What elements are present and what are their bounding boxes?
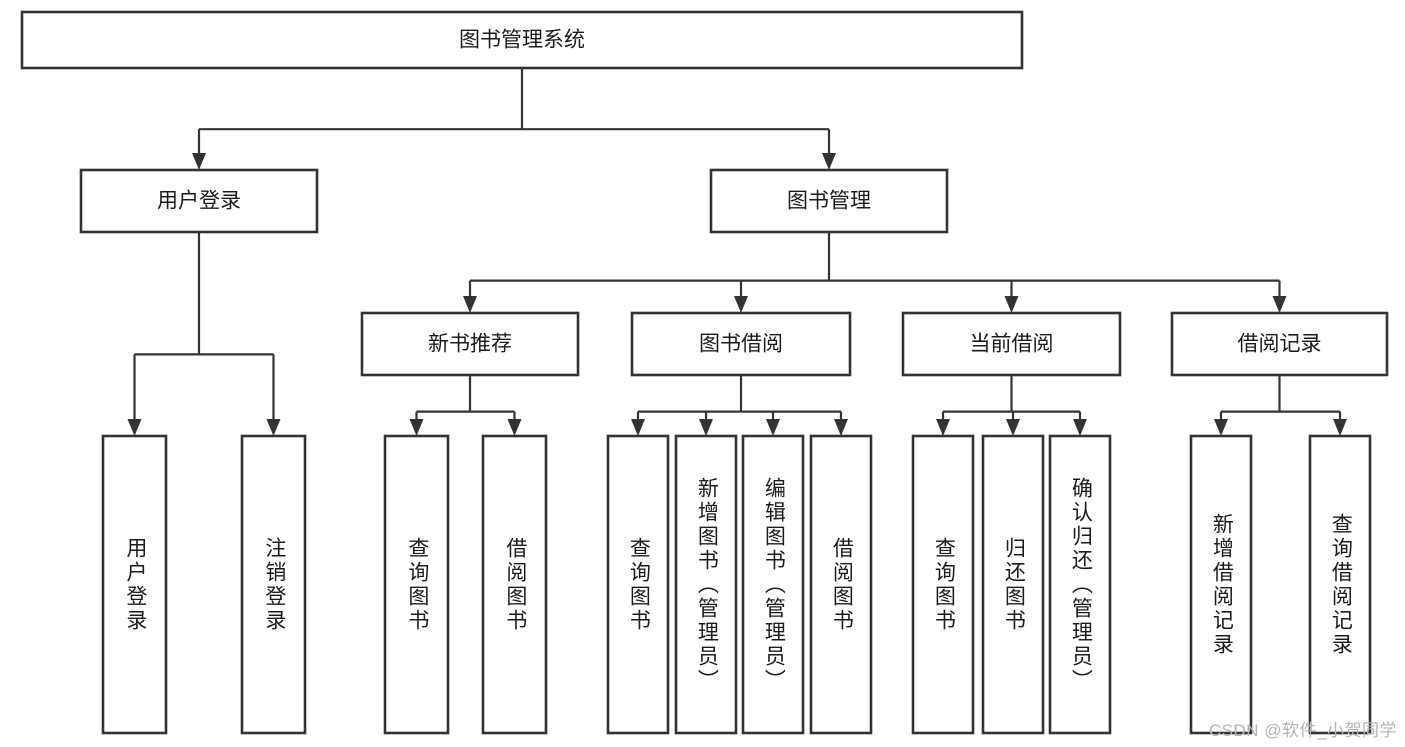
node-label-n-book-mgmt: 图书管理 — [787, 190, 871, 213]
node-box-n-current[interactable] — [901, 311, 1122, 377]
arrow-head-icon — [936, 419, 950, 436]
arrow-head-icon — [127, 419, 142, 436]
node-box-l-user-logout[interactable] — [240, 434, 307, 735]
node-box-n-borrow[interactable] — [630, 311, 852, 377]
node-box-l-nb-borrow[interactable] — [481, 434, 548, 735]
arrow-head-icon — [1272, 296, 1287, 313]
node-box-root[interactable] — [20, 10, 1024, 70]
node-box-l-nb-query[interactable] — [383, 434, 450, 735]
watermark-text: CSDN @软件_小贺同学 — [1208, 721, 1397, 740]
edges-layer — [127, 68, 1347, 436]
node-box-l-cur-query[interactable] — [911, 434, 975, 735]
node-box-n-book-mgmt[interactable] — [709, 168, 949, 234]
arrow-head-icon — [409, 419, 424, 436]
node-box-n-user-login[interactable] — [79, 168, 319, 234]
node-label-n-user-login: 用户登录 — [157, 190, 241, 213]
arrow-head-icon — [1073, 419, 1087, 436]
arrow-head-icon — [1214, 419, 1228, 436]
node-label-n-borrow: 图书借阅 — [699, 333, 783, 356]
arrow-head-icon — [1333, 419, 1347, 436]
node-box-l-bb-add[interactable] — [674, 434, 738, 735]
arrow-head-icon — [734, 296, 748, 313]
node-label-root: 图书管理系统 — [459, 29, 585, 52]
node-box-l-rec-query[interactable] — [1308, 434, 1372, 735]
node-box-n-records[interactable] — [1170, 311, 1389, 377]
arrow-head-icon — [822, 153, 836, 170]
node-box-l-cur-return[interactable] — [981, 434, 1045, 735]
node-box-l-rec-add[interactable] — [1189, 434, 1253, 735]
arrow-head-icon — [631, 419, 645, 436]
arrow-head-icon — [507, 419, 522, 436]
node-box-l-bb-borrow[interactable] — [809, 434, 873, 735]
node-box-l-cur-confirm[interactable] — [1048, 434, 1112, 735]
arrow-head-icon — [266, 419, 281, 436]
arrow-head-icon — [463, 296, 477, 313]
node-box-l-user-login[interactable] — [101, 434, 168, 735]
node-box-l-bb-query[interactable] — [606, 434, 670, 735]
arrow-head-icon — [699, 419, 713, 436]
boxes-layer — [20, 10, 1389, 735]
node-label-n-current: 当前借阅 — [970, 333, 1054, 356]
arrow-head-icon — [192, 153, 206, 170]
arrow-head-icon — [1006, 419, 1020, 436]
node-box-n-new-book[interactable] — [360, 311, 580, 377]
node-box-l-bb-edit[interactable] — [741, 434, 805, 735]
node-label-n-records: 借阅记录 — [1238, 333, 1322, 356]
arrow-head-icon — [1004, 296, 1019, 313]
arrow-head-icon — [834, 419, 848, 436]
node-label-n-new-book: 新书推荐 — [428, 333, 512, 356]
arrow-head-icon — [766, 419, 780, 436]
